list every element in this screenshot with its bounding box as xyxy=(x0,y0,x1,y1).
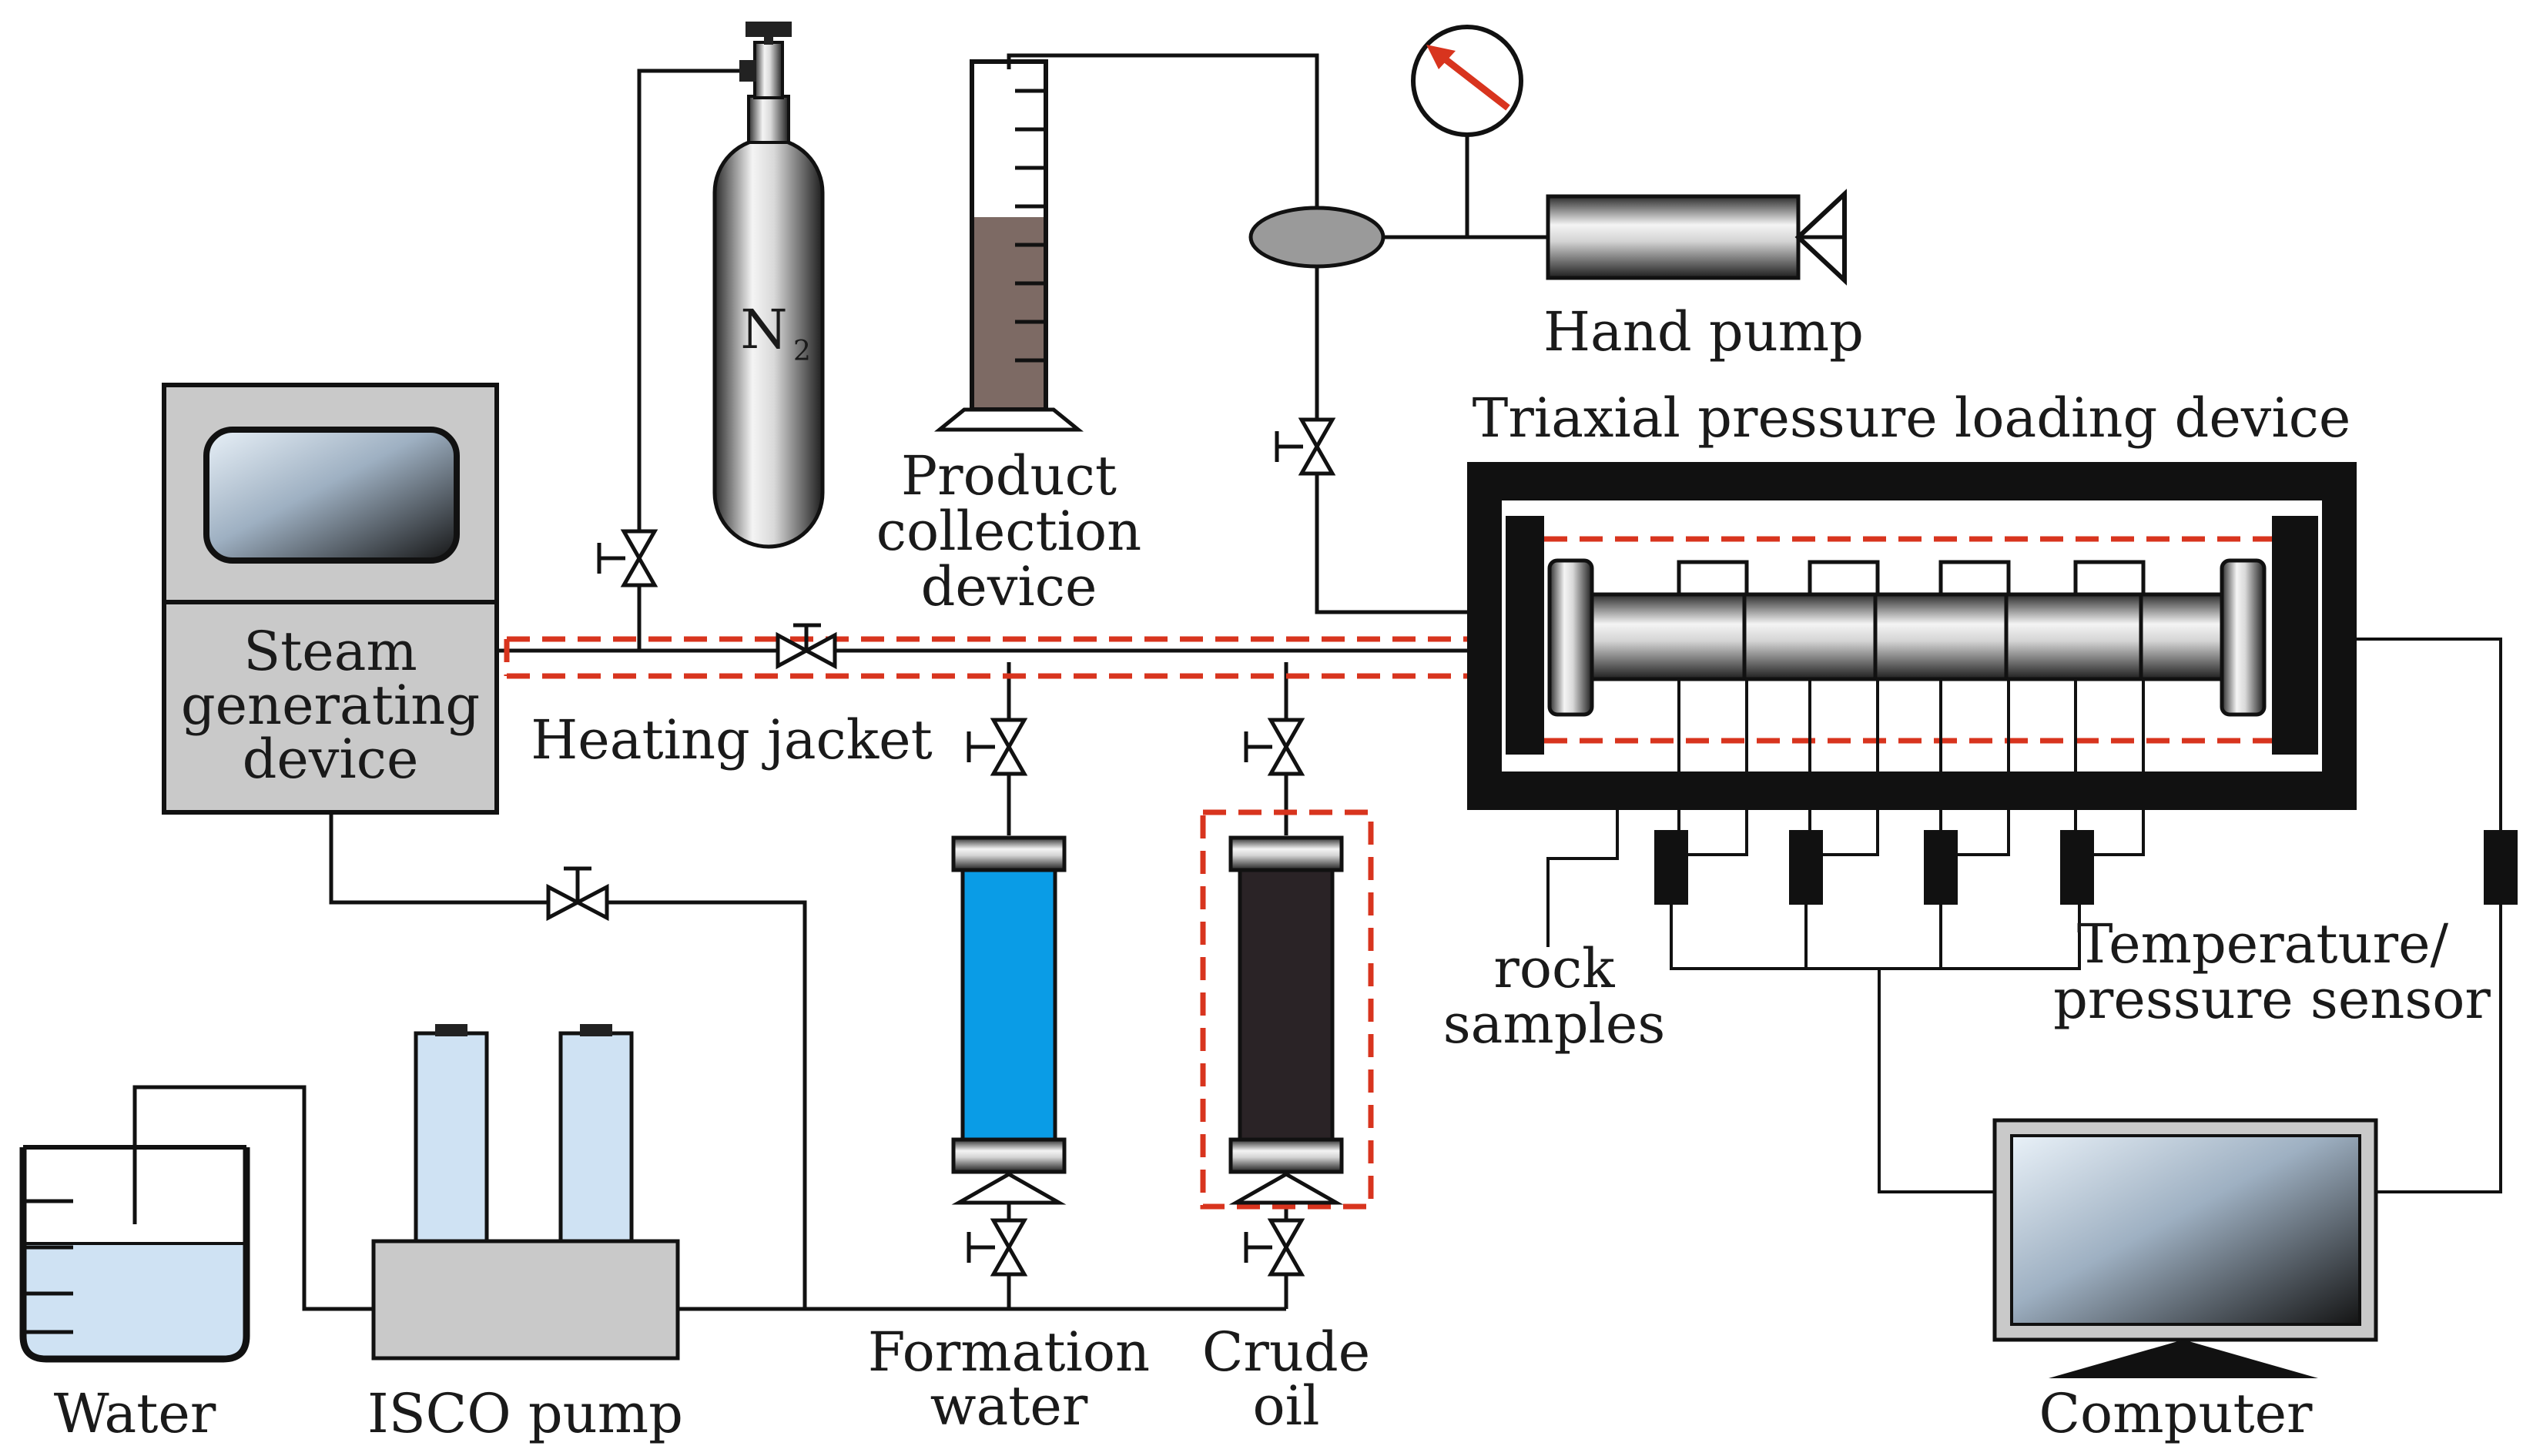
sensor-1 xyxy=(1654,830,1688,905)
computer-label: Computer xyxy=(2039,1382,2314,1445)
valve-crude-bottom xyxy=(1244,1218,1305,1277)
product-label-line1: Product xyxy=(901,444,1117,507)
formation-water-vessel: Formation water xyxy=(868,835,1150,1438)
product-label-line3: device xyxy=(921,555,1097,618)
valve-formation-bottom xyxy=(967,1218,1028,1277)
pressure-gauge xyxy=(1411,25,1523,137)
sensor-label-line1: Temperature/ xyxy=(2077,912,2449,976)
water-label: Water xyxy=(54,1382,216,1445)
sensor-label-line2: pressure sensor xyxy=(2053,968,2491,1031)
piping xyxy=(132,53,2502,1311)
temperature-pressure-sensors: Temperature/ pressure sensor xyxy=(1654,830,2518,1031)
rock-samples-label-line2: samples xyxy=(1443,992,1666,1056)
hand-pump: Hand pump xyxy=(1543,189,1864,363)
computer: Computer xyxy=(1992,1118,2378,1445)
formation-label-line1: Formation xyxy=(868,1320,1150,1384)
rock-samples-label-line1: rock xyxy=(1493,937,1615,1000)
sensor-4 xyxy=(2060,830,2094,905)
steam-label-line3: device xyxy=(243,728,419,791)
isco-label: ISCO pump xyxy=(367,1382,683,1445)
triaxial-label: Triaxial pressure loading device xyxy=(1473,387,2351,450)
hand-pump-label: Hand pump xyxy=(1543,300,1864,363)
steam-label-line2: generating xyxy=(181,674,480,737)
isco-pump: ISCO pump xyxy=(367,1024,683,1445)
sensor-5 xyxy=(2484,830,2518,905)
sensor-3 xyxy=(1924,830,1958,905)
valve-product-line xyxy=(1275,417,1336,476)
valve-main-line xyxy=(776,623,837,670)
n2-cylinder: N 2 xyxy=(712,22,825,549)
formation-label-line2: water xyxy=(930,1374,1088,1438)
valve-formation-top xyxy=(967,718,1028,776)
steam-label-line1: Steam xyxy=(243,620,417,683)
valves xyxy=(546,417,1336,1277)
crude-oil-vessel: Crude oil xyxy=(1200,809,1374,1438)
product-collection-device: Product collection device xyxy=(876,59,1142,618)
heating-jacket xyxy=(504,636,1467,679)
valve-crude-top xyxy=(1244,718,1305,776)
product-label-line2: collection xyxy=(876,500,1142,563)
n2-label: N xyxy=(740,298,787,361)
water-beaker: Water xyxy=(19,1145,250,1445)
valve-steam-line xyxy=(546,866,609,922)
valve-n2 xyxy=(597,529,658,587)
steam-generating-device: Steam generating device xyxy=(162,383,499,815)
crude-label-line2: oil xyxy=(1253,1374,1320,1438)
back-pressure-valve xyxy=(1248,206,1385,269)
heating-jacket-label: Heating jacket xyxy=(531,708,932,772)
triaxial-pressure-loading-device: Triaxial pressure loading device xyxy=(1467,387,2357,856)
crude-label-line1: Crude xyxy=(1202,1320,1370,1384)
n2-subscript: 2 xyxy=(793,336,811,367)
sensor-2 xyxy=(1789,830,1823,905)
